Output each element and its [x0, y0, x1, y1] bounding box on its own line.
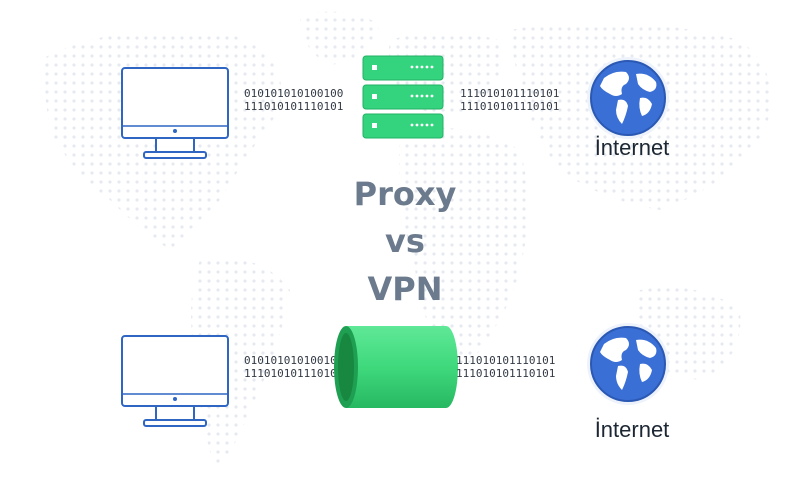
computer-monitor-icon: [121, 67, 229, 159]
binary-stream-left-proxy: 010101010100100 111010101110101: [244, 87, 344, 113]
computer-monitor-icon: [121, 335, 229, 427]
globe-icon: [587, 323, 669, 405]
title-vpn: VPN: [367, 270, 443, 308]
server-unit-3: [362, 113, 444, 139]
internet-label-proxy: İnternet: [594, 135, 670, 160]
binary-stream-right-proxy: 111010101110101 111010101110101: [460, 87, 560, 113]
server-unit-2: [362, 84, 444, 110]
binary-stream-right-vpn: 111010101110101 111010101110101: [456, 354, 556, 380]
title-proxy: Proxy: [353, 175, 457, 213]
vpn-tunnel-icon: [334, 326, 458, 408]
internet-label-vpn: İnternet: [594, 417, 670, 442]
proxy-server-icon: [362, 55, 444, 139]
globe-icon: [587, 57, 669, 139]
server-unit-1: [362, 55, 444, 81]
binary-stream-left-vpn: 010101010100101 111010101110101: [244, 354, 344, 380]
title-vs: vs: [385, 222, 425, 260]
